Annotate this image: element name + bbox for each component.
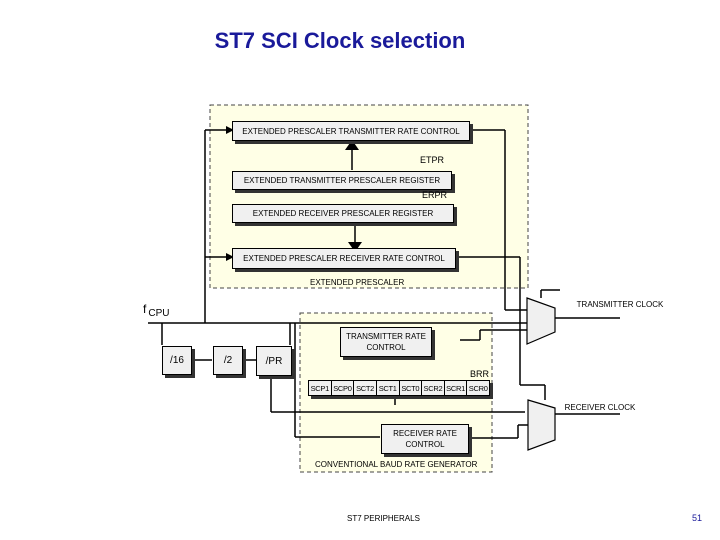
register-bit: SCT1	[377, 381, 400, 395]
extended-rx-prescaler-register: EXTENDED RECEIVER PRESCALER REGISTER	[232, 204, 454, 223]
conventional-baud-rate-label: CONVENTIONAL BAUD RATE GENERATOR	[315, 460, 478, 469]
register-bit: SCR2	[422, 381, 445, 395]
fcpu-subscript: CPU	[148, 308, 170, 319]
page-number: 51	[692, 513, 703, 523]
fcpu-f: f	[143, 302, 147, 316]
brr-label: BRR	[470, 369, 490, 379]
conventional-tx-rate-control: TRANSMITTER RATE CONTROL	[340, 327, 432, 357]
brr-register: SCP1 SCP0 SCT2 SCT1 SCT0 SCR2 SCR1 SCR0	[308, 380, 490, 396]
conventional-rx-rate-control: RECEIVER RATE CONTROL	[381, 424, 469, 454]
erpr-label: ERPR	[422, 190, 448, 200]
register-bit: SCP0	[332, 381, 355, 395]
extended-tx-prescaler-register: EXTENDED TRANSMITTER PRESCALER REGISTER	[232, 171, 452, 190]
divider-2: /2	[213, 346, 243, 375]
register-bit: SCP1	[309, 381, 332, 395]
divider-pr: /PR	[256, 346, 292, 376]
register-bit: SCR1	[445, 381, 468, 395]
receiver-clock-label: RECEIVER CLOCK	[564, 403, 636, 412]
transmitter-clock-mux	[526, 297, 556, 345]
register-bit: SCT0	[400, 381, 423, 395]
receiver-clock-mux	[527, 399, 556, 451]
etpr-label: ETPR	[420, 155, 445, 165]
extended-rx-rate-control: EXTENDED PRESCALER RECEIVER RATE CONTROL	[232, 248, 456, 269]
register-bit: SCR0	[468, 383, 488, 393]
footer-text: ST7 PERIPHERALS	[347, 514, 420, 523]
extended-tx-rate-control: EXTENDED PRESCALER TRANSMITTER RATE CONT…	[232, 121, 470, 141]
page-title: ST7 SCI Clock selection	[214, 28, 466, 53]
divider-16: /16	[162, 346, 192, 375]
transmitter-clock-label: TRANSMITTER CLOCK	[576, 300, 664, 309]
register-bit: SCT2	[354, 381, 377, 395]
extended-prescaler-label: EXTENDED PRESCALER	[310, 278, 405, 287]
